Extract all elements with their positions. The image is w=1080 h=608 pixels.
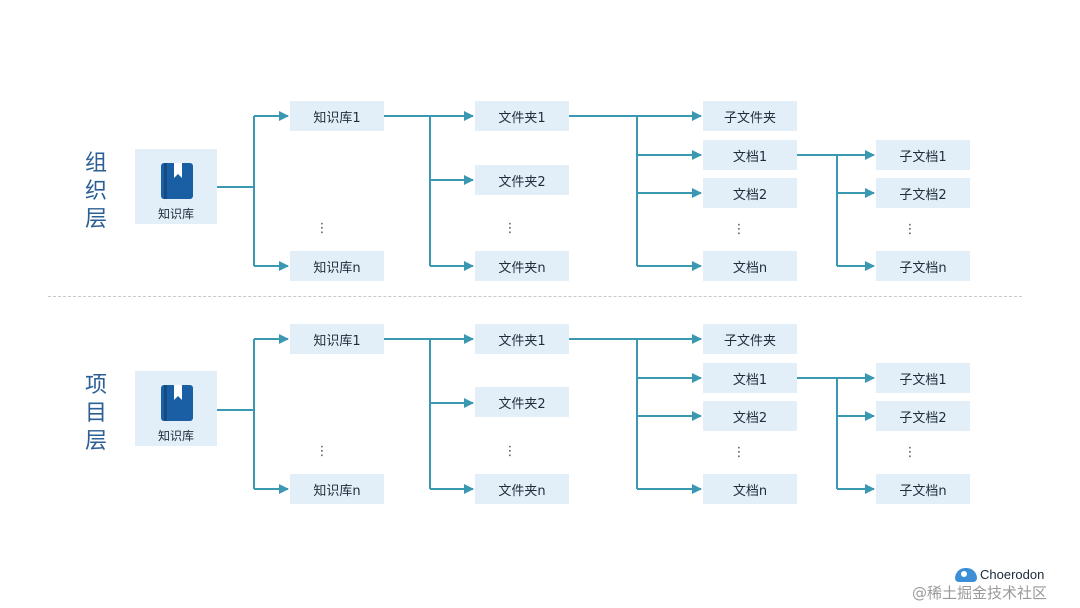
document-node[interactable]: 文档1 (703, 140, 797, 170)
document-node[interactable]: 文档n (703, 251, 797, 281)
logo-text: Choerodon (980, 567, 1045, 582)
knowledge-base-root-label: 知识库 (157, 207, 194, 221)
layer-label-char: 层 (84, 429, 107, 454)
choerodon-logo: Choerodon (955, 567, 1044, 582)
ellipsis: ⋮ (315, 444, 329, 459)
ellipsis: ⋮ (503, 221, 517, 236)
folder-node[interactable]: 文件夹1 (475, 324, 569, 354)
choerodon-logo-icon (955, 567, 977, 582)
layer-divider (48, 296, 1022, 297)
layer-label-char: 目 (84, 401, 107, 426)
subfolder-node[interactable]: 子文件夹 (703, 101, 797, 131)
sub-document-node[interactable]: 子文档2 (876, 401, 970, 431)
watermark: @稀土掘金技术社区 (912, 584, 1048, 602)
ellipsis: ⋮ (903, 445, 917, 460)
folder-node[interactable]: 文件夹n (475, 474, 569, 504)
ellipsis: ⋮ (903, 222, 917, 237)
folder-node[interactable]: 文件夹2 (475, 387, 569, 417)
folder-node[interactable]: 文件夹1 (475, 101, 569, 131)
document-node[interactable]: 文档2 (703, 178, 797, 208)
document-node[interactable]: 文档2 (703, 401, 797, 431)
ellipsis: ⋮ (732, 222, 746, 237)
knowledge-base-node[interactable]: 知识库1 (290, 324, 384, 354)
sub-document-node[interactable]: 子文档n (876, 474, 970, 504)
layer-label-char: 层 (84, 207, 107, 232)
layer-label-project: 项 目 层 (81, 372, 111, 456)
sub-document-node[interactable]: 子文档1 (876, 363, 970, 393)
folder-node[interactable]: 文件夹2 (475, 165, 569, 195)
knowledge-base-node[interactable]: 知识库n (290, 474, 384, 504)
book-icon (161, 163, 193, 199)
ellipsis: ⋮ (732, 445, 746, 460)
ellipsis: ⋮ (503, 444, 517, 459)
knowledge-base-root-card[interactable]: 知识库 (135, 371, 217, 446)
knowledge-base-root-label: 知识库 (157, 429, 194, 443)
layer-label-organization: 组 织 层 (81, 150, 111, 234)
sub-document-node[interactable]: 子文档2 (876, 178, 970, 208)
knowledge-base-node[interactable]: 知识库1 (290, 101, 384, 131)
document-node[interactable]: 文档n (703, 474, 797, 504)
sub-document-node[interactable]: 子文档1 (876, 140, 970, 170)
book-icon (161, 385, 193, 421)
knowledge-base-root-card[interactable]: 知识库 (135, 149, 217, 224)
layer-label-char: 组 (84, 151, 107, 176)
document-node[interactable]: 文档1 (703, 363, 797, 393)
subfolder-node[interactable]: 子文件夹 (703, 324, 797, 354)
knowledge-base-node[interactable]: 知识库n (290, 251, 384, 281)
layer-label-char: 项 (84, 373, 107, 398)
sub-document-node[interactable]: 子文档n (876, 251, 970, 281)
ellipsis: ⋮ (315, 221, 329, 236)
layer-label-char: 织 (84, 179, 107, 204)
folder-node[interactable]: 文件夹n (475, 251, 569, 281)
